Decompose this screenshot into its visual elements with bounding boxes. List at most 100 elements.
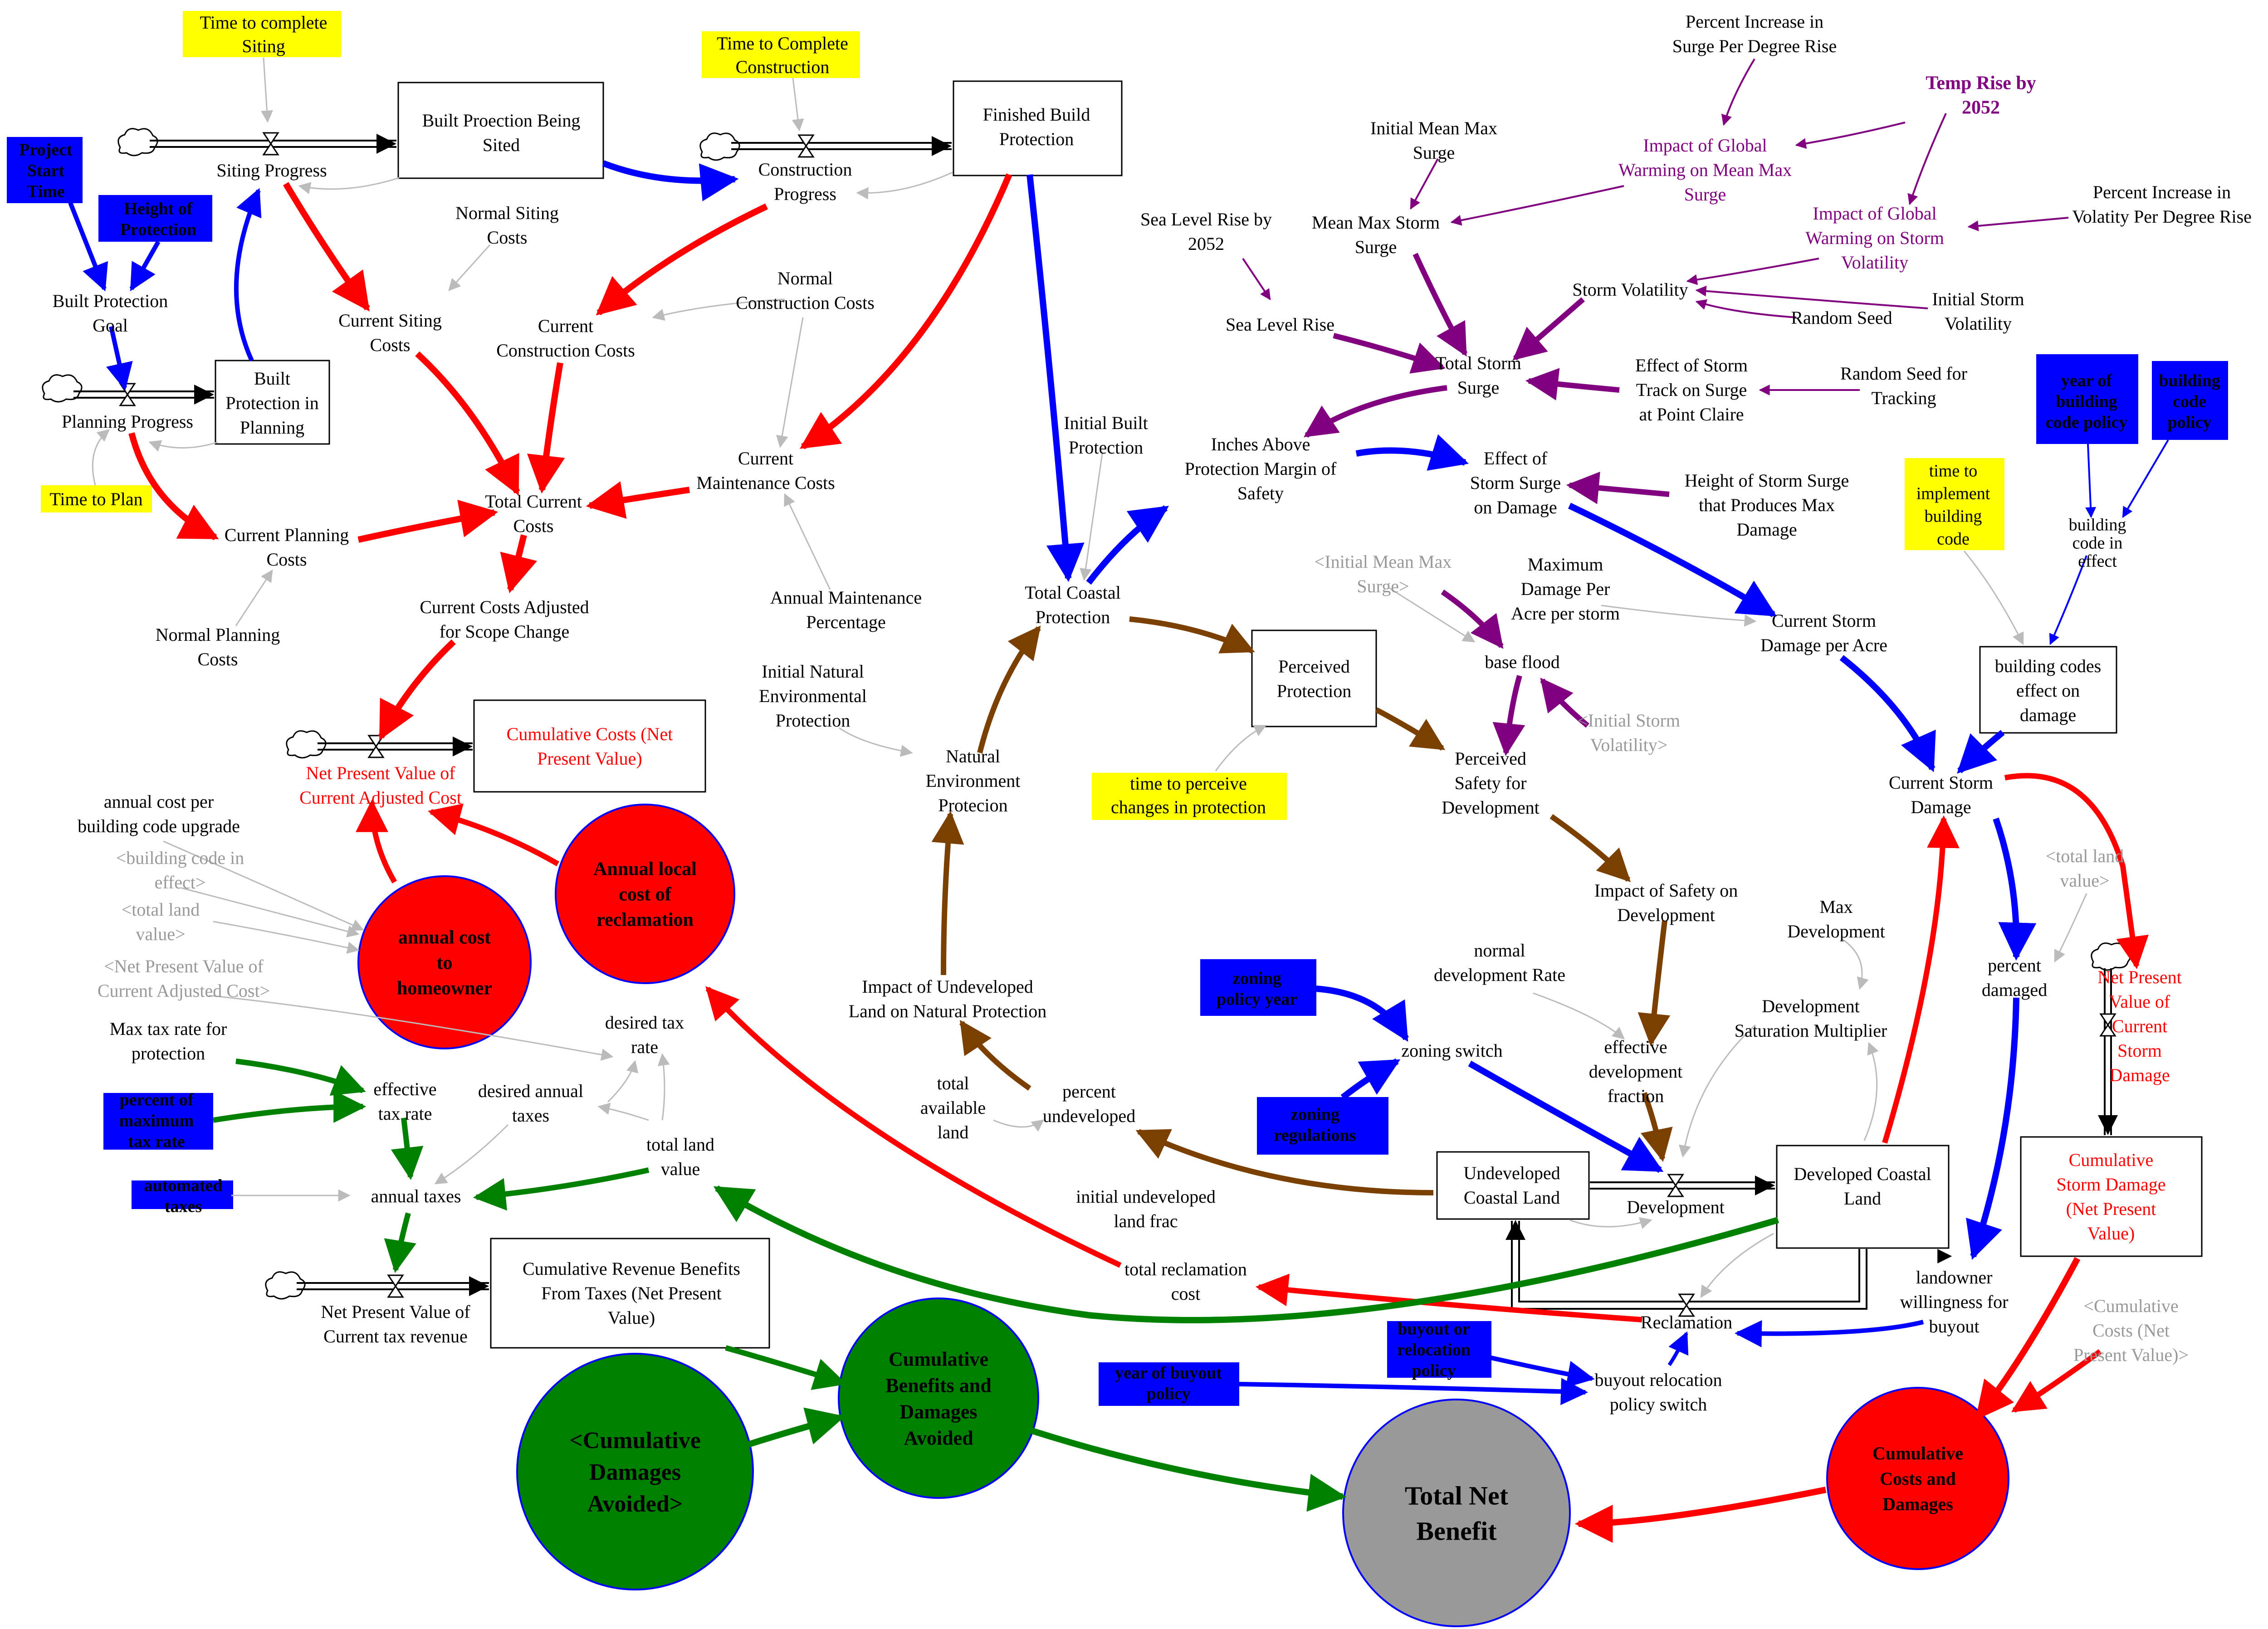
link-gray-13 <box>1215 725 1267 771</box>
time-implement-building-code-line-2: building <box>1925 507 1982 526</box>
cumulative-costs-and-damages-circle <box>1826 1387 2009 1570</box>
time-complete-construction-box <box>702 31 860 78</box>
cumulative-benefits-damages-avoided-line-0: Cumulative <box>889 1348 988 1370</box>
link-gray-8 <box>235 569 273 626</box>
annual-maintenance-percentage-line-0: Annual Maintenance <box>770 587 922 608</box>
link-blue-54 <box>1482 1354 1595 1388</box>
year-of-buyout-policy-box <box>1099 1362 1239 1406</box>
cumulative-costs-shadow-line-0: <Cumulative <box>2083 1296 2178 1316</box>
time-complete-construction-line-1: Construction <box>736 57 830 77</box>
link-purple-99 <box>1410 158 1439 210</box>
normal-siting-costs-line-0: Normal Siting <box>455 203 559 223</box>
cumulative-storm-damage-npv-line-1: Storm Damage <box>2056 1174 2165 1195</box>
height-of-protection-line-0: Height of <box>124 199 193 218</box>
current-storm-damage-per-acre-line-1: Damage per Acre <box>1760 635 1887 655</box>
link-red-64 <box>357 499 499 543</box>
annual-cost-per-upgrade-line-0: annual cost per <box>104 791 214 812</box>
desired-tax-rate-line-0: desired tax <box>605 1012 684 1033</box>
buyout-or-relocation-policy-line-1: relocation <box>1397 1340 1471 1359</box>
initial-mean-max-surge-line-1: Surge <box>1413 142 1455 163</box>
link-brown-89 <box>1640 1092 1673 1162</box>
percent-of-max-tax-rate-line-2: tax rate <box>128 1132 185 1151</box>
initial-mean-max-surge-shadow-line-1: Surge> <box>1357 576 1409 596</box>
npv-current-storm-damage-line-1: Value of <box>2109 991 2170 1012</box>
year-building-code-policy-box <box>2036 354 2138 444</box>
construction-progress-line-0: Construction <box>758 159 852 180</box>
npv-tax-revenue-line-1: Current tax revenue <box>323 1326 468 1346</box>
npv-current-adjusted-cost-line-0: Net Present Value of <box>306 763 455 783</box>
initial-built-protection-line-1: Protection <box>1069 437 1143 458</box>
cloud-source-siting <box>117 128 158 156</box>
time-implement-building-code-line-1: implement <box>1916 484 1990 503</box>
reclamation-line-0: Reclamation <box>1641 1312 1732 1332</box>
time-complete-construction-line-0: Time to Complete <box>717 33 848 54</box>
link-red-71 <box>1882 815 1960 1144</box>
link-gray-17 <box>1963 551 2024 645</box>
cumulative-damages-avoided-shadow-line-2: Avoided> <box>587 1491 683 1517</box>
desired-annual-taxes-line-1: taxes <box>512 1105 549 1126</box>
cumulative-costs-shadow-line-2: Present Value)> <box>2073 1345 2189 1365</box>
link-blue-48 <box>1993 817 2037 961</box>
percent-damaged-line-0: percent <box>1988 955 2041 975</box>
year-building-code-policy-line-1: building <box>2056 392 2117 411</box>
height-storm-surge-max-damage-line-1: that Produces Max <box>1699 495 1835 515</box>
desired-annual-taxes-line-0: desired annual <box>478 1081 583 1101</box>
link-gray-15 <box>1388 586 1476 643</box>
construction-valve <box>797 134 815 158</box>
total-available-land-line-1: available <box>920 1097 986 1118</box>
link-gray-11 <box>839 727 913 757</box>
zoning-switch-line-0: zoning switch <box>1401 1040 1502 1061</box>
link-gray-12 <box>1080 453 1103 581</box>
cumulative-costs-npv-line-0: Cumulative Costs (Net <box>507 724 673 744</box>
reclamation-label: Reclamation <box>1641 1312 1732 1332</box>
total-storm-surge-line-0: Total Storm <box>1435 353 1521 373</box>
link-green-84 <box>1024 1425 1347 1512</box>
total-net-benefit-line-0: Total Net <box>1405 1481 1509 1510</box>
height-storm-surge-max-damage-line-0: Height of Storm Surge <box>1685 470 1849 491</box>
maximum-damage-per-acre-line-0: Maximum <box>1528 554 1603 575</box>
current-storm-damage-per-acre-line-0: Current Storm <box>1772 610 1876 631</box>
cumulative-benefits-damages-avoided-line-1: Benefits and <box>885 1374 991 1396</box>
impact-global-warming-volatility-line-2: Volatility <box>1841 252 1908 273</box>
link-purple-109 <box>1304 385 1447 438</box>
link-purple-113 <box>1540 678 1589 728</box>
cumulative-storm-damage-npv-line-2: (Net Present <box>2066 1199 2156 1219</box>
total-land-value-shadow1-line-0: <total land <box>122 899 200 920</box>
effective-development-fraction-line-2: fraction <box>1608 1086 1664 1106</box>
initial-undeveloped-land-frac-line-0: initial undeveloped <box>1076 1186 1216 1207</box>
built-protection-in-planning-box <box>215 360 330 445</box>
percent-increase-volatility-line-0: Percent Increase in <box>2093 182 2231 202</box>
npv-current-storm-damage-line-2: Current <box>2112 1016 2167 1036</box>
annual-taxes-line-0: annual taxes <box>371 1186 461 1206</box>
link-green-81 <box>713 1185 1779 1323</box>
project-start-time-line-1: Start <box>27 161 65 180</box>
link-purple-106 <box>1512 297 1585 361</box>
inches-above-protection-line-0: Inches Above <box>1211 434 1310 454</box>
link-gray-10 <box>784 493 831 590</box>
total-coastal-protection-line-0: Total Coastal <box>1025 582 1121 603</box>
current-maintenance-costs-line-1: Maintenance Costs <box>696 473 835 493</box>
building-code-policy-line-2: policy <box>2167 413 2211 432</box>
built-protection-being-sited-box <box>397 82 604 179</box>
cumulative-damages-avoided-shadow-circle <box>516 1353 754 1590</box>
max-development-line-0: Max <box>1819 897 1853 917</box>
link-blue-38 <box>602 160 739 201</box>
link-red-62 <box>586 481 690 519</box>
